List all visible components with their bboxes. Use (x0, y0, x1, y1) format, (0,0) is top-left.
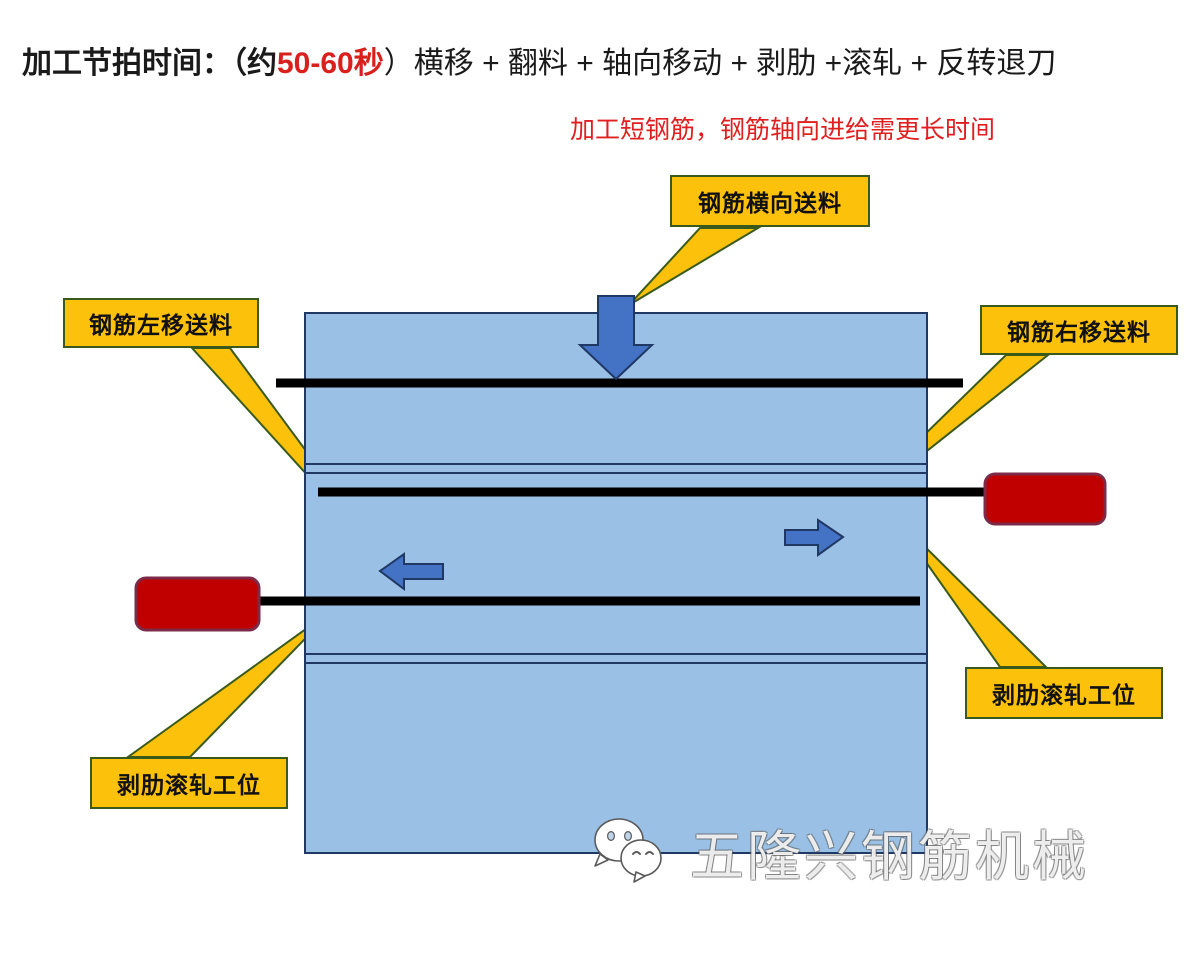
callout-left-feed-label: 钢筋左移送料 (89, 312, 233, 338)
page-title: 加工节拍时间：（约50-60秒）横移 + 翻料 + 轴向移动 + 剥肋 +滚轧 … (22, 38, 1056, 82)
page-title-accent: 50-60秒 (277, 47, 384, 80)
machine-panel-upper-strip (304, 463, 928, 474)
callout-station-right-label: 剥肋滚轧工位 (992, 682, 1136, 708)
station-block-left (134, 576, 261, 632)
arrow-left-icon (378, 552, 444, 591)
callout-station-left-label: 剥肋滚轧工位 (117, 772, 261, 798)
callout-top-feed-label: 钢筋横向送料 (698, 190, 842, 216)
page-title-suffix: ）横移 + 翻料 + 轴向移动 + 剥肋 +滚轧 + 反转退刀 (383, 47, 1057, 80)
callout-station-right[interactable]: 剥肋滚轧工位 (965, 667, 1163, 719)
callout-left-feed[interactable]: 钢筋左移送料 (63, 298, 259, 348)
machine-body (304, 312, 928, 854)
callout-tail-top-feed (628, 227, 762, 306)
arrow-right-icon (784, 518, 845, 557)
callout-right-feed[interactable]: 钢筋右移送料 (980, 305, 1178, 355)
machine-panel-lower-strip (304, 653, 928, 664)
callout-top-feed[interactable]: 钢筋横向送料 (670, 175, 870, 227)
callout-right-feed-label: 钢筋右移送料 (1007, 319, 1151, 345)
callout-station-left[interactable]: 剥肋滚轧工位 (90, 757, 288, 809)
rebar-lines (190, 378, 1010, 606)
page-note: 加工短钢筋，钢筋轴向进给需更长时间 (570, 116, 996, 144)
station-block-right (983, 472, 1107, 526)
machine-panel-bottom (304, 662, 928, 854)
page-title-prefix: 加工节拍时间：（约 (22, 47, 277, 80)
station-blocks (134, 472, 1107, 632)
arrow-down-icon (577, 295, 655, 381)
